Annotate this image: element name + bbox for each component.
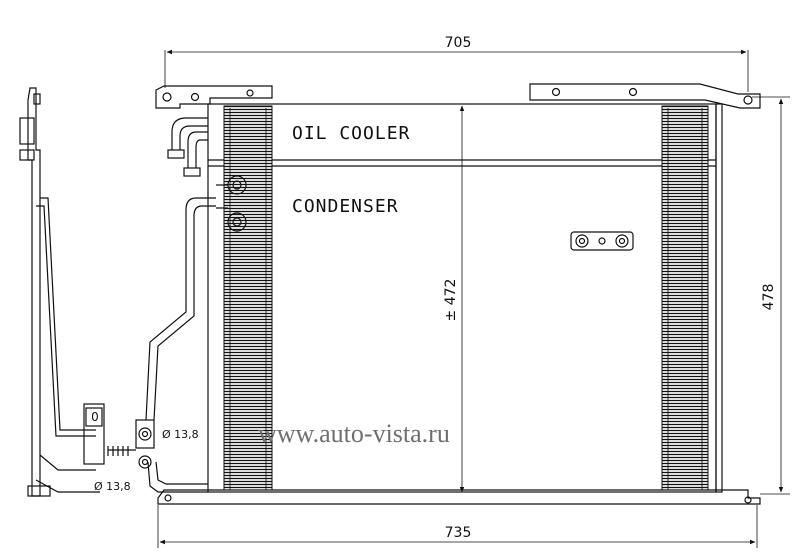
mounting-bracket-right — [529, 83, 761, 109]
dimension-bottom-width: 735 — [157, 505, 758, 548]
dimension-core-height-label: ± 472 — [443, 279, 459, 322]
side-view — [19, 87, 105, 497]
mounting-bracket-left — [155, 85, 273, 109]
bottom-pipes — [147, 461, 761, 505]
condenser-label: CONDENSER — [292, 196, 399, 217]
dimension-bottom-width-label: 735 — [445, 525, 472, 541]
oil-cooler-pipes — [167, 117, 208, 177]
dimension-top-width-label: 705 — [445, 35, 472, 51]
condenser-feed-pipe — [145, 197, 216, 421]
dimension-core-height: ± 472 — [443, 105, 465, 493]
inlet-fitting — [107, 419, 155, 469]
right-fin-block — [661, 105, 709, 491]
dimension-total-height-label: 478 — [761, 284, 777, 311]
oil-cooler-label: OIL COOLER — [292, 123, 410, 144]
dimension-top-width: 705 — [164, 35, 749, 92]
core-ports — [216, 175, 247, 232]
outlet-diameter-label: Ø 13,8 — [94, 480, 131, 493]
watermark-text: www.auto-vista.ru — [258, 419, 450, 448]
inlet-diameter-label: Ø 13,8 — [162, 428, 199, 441]
side-marker-label: 0 — [91, 410, 99, 424]
left-fin-block — [223, 105, 273, 491]
condenser-core — [207, 103, 723, 493]
dimension-total-height: 478 — [752, 96, 790, 495]
receiver-mount-plate — [570, 231, 634, 251]
